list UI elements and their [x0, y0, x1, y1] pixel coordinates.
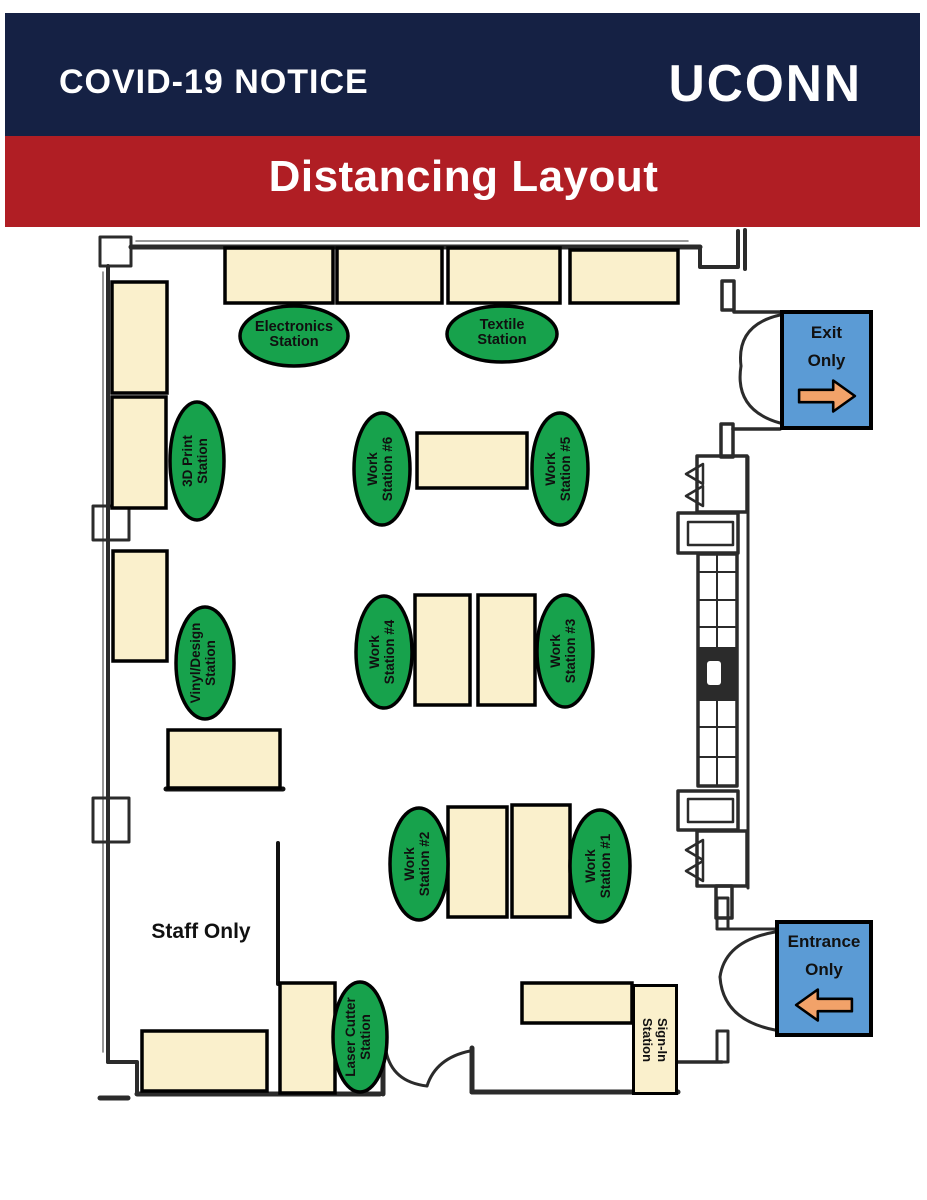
station-oval — [530, 411, 590, 527]
table — [520, 981, 634, 1025]
table — [510, 803, 572, 919]
table — [415, 431, 529, 490]
station-oval — [445, 304, 559, 364]
station-label: Vinyl/DesignStation — [188, 623, 218, 704]
table — [111, 549, 169, 663]
table — [278, 981, 337, 1095]
station-laser-cutter: Laser CutterStation — [331, 980, 389, 1094]
station-label: WorkStation #4 — [367, 619, 397, 684]
station-label: WorkStation #6 — [365, 436, 395, 501]
table — [140, 1029, 269, 1093]
station-oval — [354, 594, 414, 710]
exit-sign-line2: Only — [807, 351, 846, 370]
station-work-1: WorkStation #1 — [568, 808, 632, 924]
staff-only-label: Staff Only — [151, 920, 251, 943]
table — [446, 246, 562, 305]
station-oval — [168, 400, 226, 522]
entrance-sign: Entrance Only — [775, 920, 873, 1037]
station-label: WorkStation #3 — [548, 618, 578, 683]
table — [446, 805, 509, 919]
banner-title: Distancing Layout — [268, 152, 659, 201]
station-3d-print: 3D PrintStation — [168, 400, 226, 522]
table — [110, 395, 168, 510]
arrow-left-icon — [794, 988, 854, 1022]
station-oval — [388, 806, 450, 922]
station-work-3: WorkStation #3 — [535, 593, 595, 709]
entrance-sign-line1: Entrance — [787, 932, 861, 951]
table — [413, 593, 472, 707]
header-bar: COVID-19 NOTICE UCONN — [5, 13, 920, 136]
station-work-6: WorkStation #6 — [352, 411, 412, 527]
table — [476, 593, 537, 707]
table — [223, 246, 335, 305]
table — [110, 280, 169, 395]
station-oval — [238, 304, 350, 368]
sign-in-station: Sign-In Station — [632, 984, 678, 1095]
station-oval — [331, 980, 389, 1094]
station-oval — [535, 593, 595, 709]
exit-sign-line1: Exit — [810, 323, 843, 342]
entrance-sign-line2: Only — [805, 960, 843, 979]
station-label: Laser CutterStation — [343, 996, 373, 1076]
station-label: WorkStation #2 — [402, 832, 432, 897]
station-label: WorkStation #5 — [543, 436, 573, 501]
station-label: 3D PrintStation — [180, 435, 210, 487]
tables — [110, 246, 680, 1095]
station-work-2: WorkStation #2 — [388, 806, 450, 922]
notice-title: COVID-19 NOTICE — [59, 63, 369, 101]
table — [568, 248, 680, 305]
table — [335, 246, 444, 305]
station-vinyl-design: Vinyl/DesignStation — [174, 605, 236, 721]
exit-sign: Exit Only — [780, 310, 873, 430]
table — [166, 728, 282, 790]
uconn-logo: UCONN — [668, 54, 862, 113]
station-oval — [568, 808, 632, 924]
arrow-right-icon — [797, 379, 856, 413]
station-oval — [352, 411, 412, 527]
station-oval — [174, 605, 236, 721]
sign-in-station-label: Sign-In Station — [640, 1017, 670, 1062]
station-label: WorkStation #1 — [583, 833, 613, 898]
station-work-4: WorkStation #4 — [354, 594, 414, 710]
banner-bar — [5, 136, 920, 227]
station-work-5: WorkStation #5 — [530, 411, 590, 527]
